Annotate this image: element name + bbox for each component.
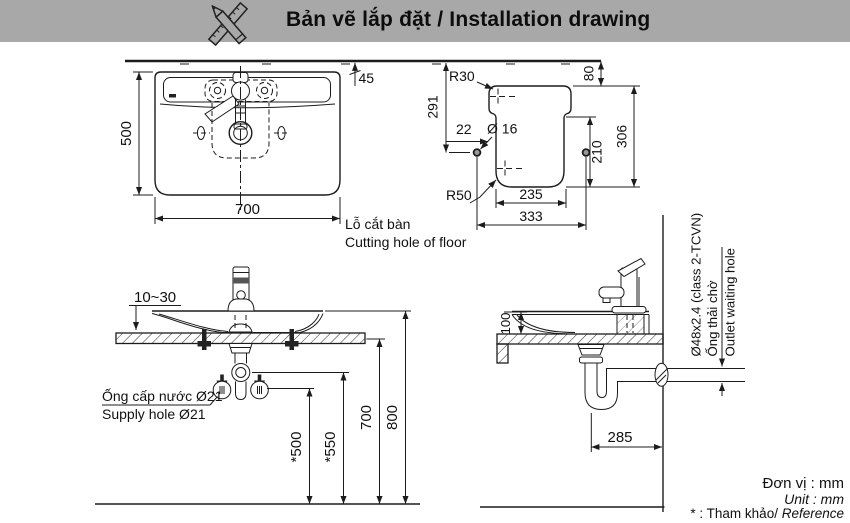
dim-basin-height: 100 (498, 312, 513, 334)
dim-r50: R50 (446, 187, 472, 203)
page-title: Bản vẽ lắp đặt / Installation drawing (286, 8, 651, 31)
basin-front (151, 310, 324, 333)
dim-depth-500: 500 (118, 121, 135, 146)
dim-width-700: 700 (235, 201, 260, 218)
dim-r30: R30 (449, 68, 475, 84)
caption-vi: Lỗ cắt bàn (345, 216, 410, 232)
dim-291: 291 (425, 95, 441, 119)
side-view-drawing: 100 285 Ø48x2.4 (class 2-TCVN) Ống thải … (480, 213, 745, 512)
drain-front (228, 343, 253, 401)
p-trap (577, 344, 745, 411)
unit-note-en: Unit : mm (784, 491, 844, 508)
wall-reference-line (125, 59, 601, 65)
header-bar: Bản vẽ lắp đặt / Installation drawing (0, 0, 850, 47)
outlet-label-vi: Ống thải chờ (705, 280, 720, 356)
dim-back-gap-45: 45 (359, 70, 375, 86)
dim-22: 22 (456, 121, 472, 137)
basin-outline (154, 71, 341, 196)
dim-dia16: Ø 16 (487, 121, 518, 137)
dim-80: 80 (581, 66, 597, 82)
dim-supply-height: *500 (288, 432, 305, 463)
reference-note: * : Tham khảo/ Reference (690, 506, 844, 522)
outlet-label-en: Outlet waiting hole (723, 248, 738, 357)
counter-front (115, 332, 366, 345)
unit-note-vi: Đơn vị : mm (762, 475, 844, 493)
counter-side (496, 333, 664, 345)
dim-trap-height: *550 (322, 432, 339, 463)
cutout-shape (488, 85, 572, 188)
caption-en: Cutting hole of floor (345, 234, 467, 250)
dim-counter-thickness: 10~30 (134, 289, 176, 306)
dim-rim-height: 800 (384, 405, 401, 430)
mounting-clamps (197, 329, 299, 350)
supply-label-vi: Ống cấp nước Ø21 (102, 387, 223, 404)
footer-notes: Đơn vị : mm Unit : mm * : Tham khảo/ Ref… (690, 475, 844, 522)
dim-210: 210 (589, 140, 605, 164)
dim-drain-to-wall: 285 (607, 429, 632, 446)
dim-counter-height: 700 (358, 405, 375, 430)
pencil-ruler-icon (207, 1, 249, 47)
faucet-side (598, 257, 647, 333)
supply-hole-left (472, 148, 482, 157)
top-view-drawing: 45 (118, 62, 467, 250)
front-view-drawing: 10~30 Ống cấp nước Ø21 Supply hole Ø21 *… (95, 266, 420, 505)
brand-mark (169, 94, 176, 98)
dim-306: 306 (614, 125, 630, 149)
dim-235: 235 (519, 186, 543, 202)
basin-side (511, 310, 650, 335)
dim-333: 333 (519, 208, 543, 224)
faucet-front (227, 266, 255, 312)
supply-label-en: Supply hole Ø21 (102, 406, 206, 422)
supply-valves (212, 374, 269, 400)
outlet-spec-label: Ø48x2.4 (class 2-TCVN) (689, 213, 704, 357)
cutout-view-drawing: 291 R30 22 Ø 16 80 306 210 R50 (425, 61, 640, 230)
